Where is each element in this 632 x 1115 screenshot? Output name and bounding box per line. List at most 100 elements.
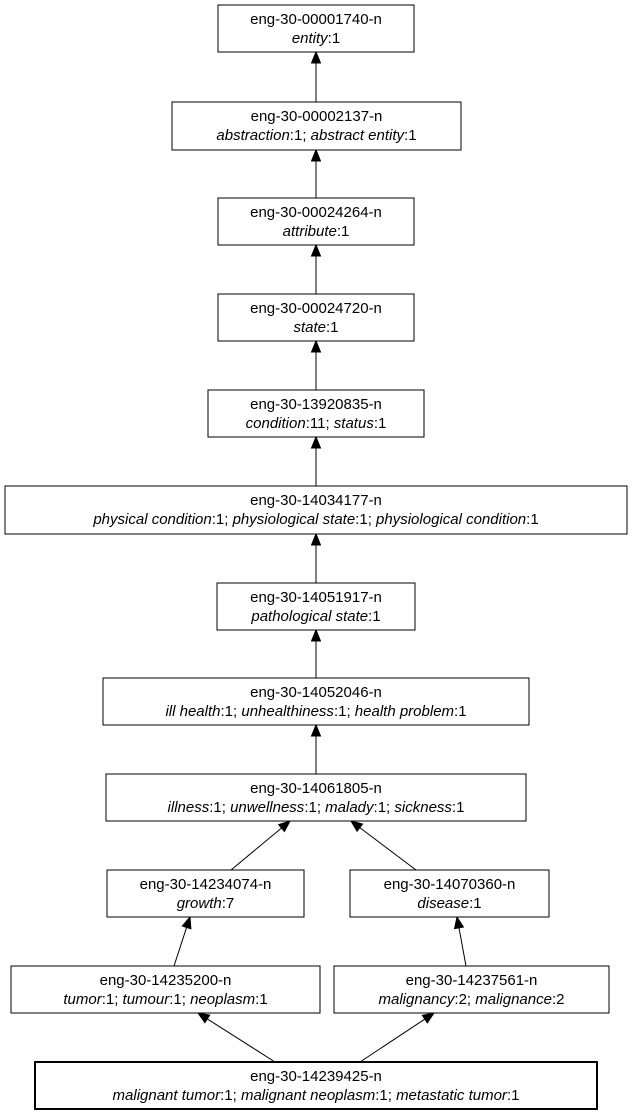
synset-id: eng-30-14034177-n bbox=[250, 492, 382, 509]
term-separator: : bbox=[221, 703, 225, 720]
term-delimiter: ; bbox=[317, 799, 325, 816]
arrowhead bbox=[310, 243, 322, 257]
synset-terms: entity:1 bbox=[292, 30, 340, 47]
term-separator: : bbox=[209, 799, 213, 816]
term-separator: : bbox=[326, 319, 330, 336]
term-separator: : bbox=[552, 991, 556, 1008]
term-separator: : bbox=[222, 895, 226, 912]
term-word: abstract entity bbox=[311, 127, 406, 144]
arrowhead bbox=[310, 435, 322, 449]
term-word: ill health bbox=[165, 703, 220, 720]
term-word: malignance bbox=[475, 991, 552, 1008]
term-delimiter: ; bbox=[325, 415, 333, 432]
term-word: unhealthiness bbox=[241, 703, 334, 720]
term-word: pathological state bbox=[250, 608, 368, 625]
synset-terms: malignant tumor:1; malignant neoplasm:1;… bbox=[113, 1087, 520, 1104]
synset-id: eng-30-14070360-n bbox=[384, 876, 516, 893]
term-sense-number: 1 bbox=[378, 415, 386, 432]
term-word: tumour bbox=[123, 991, 171, 1008]
term-separator: : bbox=[306, 415, 310, 432]
synset-box bbox=[349, 869, 550, 918]
term-separator: : bbox=[290, 127, 294, 144]
term-sense-number: 2 bbox=[556, 991, 564, 1008]
edge-eng-30-14051917-n-to-eng-30-14034177-n bbox=[310, 532, 322, 583]
term-sense-number: 1 bbox=[332, 30, 340, 47]
synset-id: eng-30-13920835-n bbox=[250, 396, 382, 413]
term-separator: : bbox=[452, 799, 456, 816]
synset-box bbox=[216, 582, 416, 631]
term-delimiter: ; bbox=[302, 127, 310, 144]
term-sense-number: 1 bbox=[294, 127, 302, 144]
term-word: abstraction bbox=[216, 127, 289, 144]
synset-box bbox=[171, 101, 462, 151]
edge-line bbox=[173, 927, 188, 967]
arrowhead bbox=[310, 628, 322, 642]
term-sense-number: 1 bbox=[379, 1087, 387, 1104]
term-separator: : bbox=[374, 799, 378, 816]
edge-eng-30-14061805-n-to-eng-30-14052046-n bbox=[310, 723, 322, 774]
term-sense-number: 1 bbox=[224, 1087, 232, 1104]
synset-box bbox=[34, 1061, 598, 1110]
term-word: tumor bbox=[63, 991, 102, 1008]
synset-id: eng-30-14052046-n bbox=[250, 684, 382, 701]
term-word: illness bbox=[168, 799, 210, 816]
term-sense-number: 1 bbox=[341, 223, 349, 240]
term-delimiter: ; bbox=[467, 991, 475, 1008]
term-separator: : bbox=[374, 415, 378, 432]
edges-layer bbox=[173, 50, 467, 1063]
synset-terms: disease:1 bbox=[417, 895, 481, 912]
term-sense-number: 1 bbox=[359, 511, 367, 528]
term-sense-number: 1 bbox=[511, 1087, 519, 1104]
edge-eng-30-14239425-n-to-eng-30-14237561-n bbox=[359, 1012, 436, 1063]
edge-eng-30-00024720-n-to-eng-30-00024264-n bbox=[310, 243, 322, 294]
synset-box bbox=[105, 773, 527, 822]
edge-eng-30-14235200-n-to-eng-30-14234074-n bbox=[173, 915, 192, 967]
term-word: sickness bbox=[394, 799, 452, 816]
arrowhead bbox=[277, 820, 292, 833]
synset-box bbox=[10, 965, 321, 1014]
synset-id: eng-30-14239425-n bbox=[250, 1068, 382, 1085]
synset-id: eng-30-14234074-n bbox=[140, 876, 272, 893]
term-sense-number: 1 bbox=[330, 319, 338, 336]
synset-box bbox=[217, 197, 415, 246]
term-separator: : bbox=[334, 703, 338, 720]
synset-id: eng-30-00002137-n bbox=[251, 108, 383, 125]
synset-box bbox=[106, 869, 305, 918]
term-word: physical condition bbox=[92, 511, 211, 528]
term-sense-number: 1 bbox=[456, 799, 464, 816]
term-delimiter: ; bbox=[182, 991, 190, 1008]
edge-eng-30-00002137-n-to-eng-30-00001740-n bbox=[310, 50, 322, 102]
term-word: metastatic tumor bbox=[396, 1087, 508, 1104]
edge-eng-30-14070360-n-to-eng-30-14061805-n bbox=[349, 820, 417, 871]
synset-box bbox=[217, 293, 415, 342]
term-separator: : bbox=[212, 511, 216, 528]
term-separator: : bbox=[304, 799, 308, 816]
edge-line bbox=[359, 1018, 426, 1063]
synset-id: eng-30-14061805-n bbox=[250, 780, 382, 797]
term-delimiter: ; bbox=[368, 511, 376, 528]
term-word: status bbox=[334, 415, 375, 432]
term-delimiter: ; bbox=[233, 703, 241, 720]
term-word: physiological state bbox=[232, 511, 356, 528]
term-word: malignant tumor bbox=[113, 1087, 222, 1104]
edge-line bbox=[207, 1018, 276, 1063]
arrowhead bbox=[310, 50, 322, 64]
term-delimiter: ; bbox=[388, 1087, 396, 1104]
term-separator: : bbox=[404, 127, 408, 144]
term-separator: : bbox=[102, 991, 106, 1008]
arrowhead bbox=[310, 148, 322, 162]
synset-terms: condition:11; status:1 bbox=[246, 415, 387, 432]
synset-node-eng-30-14070360-n: eng-30-14070360-n disease:1 bbox=[349, 869, 550, 918]
term-word: malignant neoplasm bbox=[241, 1087, 375, 1104]
term-separator: : bbox=[454, 991, 458, 1008]
arrowhead bbox=[181, 915, 192, 930]
arrowhead bbox=[196, 1012, 211, 1024]
synset-id: eng-30-14051917-n bbox=[250, 589, 382, 606]
